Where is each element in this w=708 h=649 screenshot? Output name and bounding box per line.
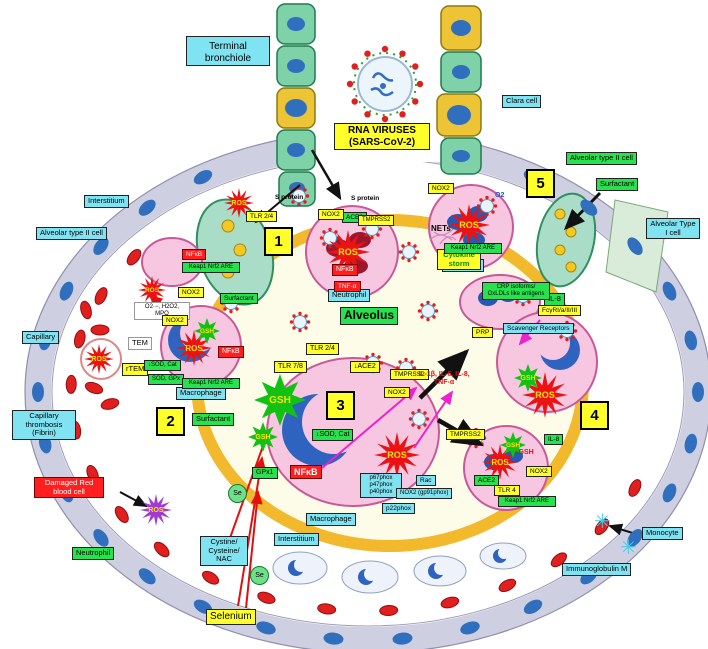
monocyte-icon-2	[620, 538, 637, 558]
interstitium-left-label: Interstitium	[84, 195, 129, 208]
terminal-bronchiole-label: Terminal bronchiole	[186, 36, 270, 66]
rtem-label: rTEM	[122, 363, 149, 376]
bronchiole-nuclei	[285, 17, 471, 194]
nfkb-c1-label: NFκB	[332, 264, 358, 277]
tlr4-br-label: TLR 4	[494, 485, 520, 497]
p22phox-label: p22phox	[382, 503, 415, 515]
sprotein-upper-label: S protein	[275, 194, 304, 201]
clara-cell-label: Clara cell	[502, 95, 542, 108]
rac-label: Rac	[416, 475, 436, 487]
sprotein-c1-label: S protein	[351, 195, 380, 202]
step-5-marker: 5	[526, 169, 555, 198]
nox2-center-label: NOX2	[384, 387, 410, 399]
tlr78-center-label: TLR 7/8	[274, 361, 307, 374]
nox2-br-label: NOX2	[526, 466, 552, 478]
tem-label: TEM	[128, 337, 152, 350]
nets-label: NETs	[431, 224, 451, 233]
alveolar-type2-left-label: Alveolar type II cell	[36, 227, 107, 240]
tlr24-center-label: TLR 2/4	[306, 343, 339, 356]
gsh-star-bottom-right: GSH	[500, 432, 526, 458]
surfactant-right-label: Surfactant	[596, 178, 639, 191]
tnfa-c1-label: TNF-α	[334, 281, 361, 293]
keap1-upper-label: Keap1 Nrf2 ARE	[182, 262, 240, 273]
tmprss2-br-label: TMPRSS2	[446, 429, 485, 441]
alveolus-label: Alveolus	[340, 307, 399, 325]
capillary-thrombosis-label: Capillary thrombosis (Fibrin)	[12, 410, 76, 440]
cytokines-label: IL-1β, IL-6, IL-8, TNF-α	[418, 371, 470, 387]
fcgr-label: FcγRI/a/II/III	[538, 305, 582, 317]
sodcat-center-label: ↓SOD, Cat	[312, 429, 354, 442]
rna-viruses-label: RNA VIRUSES (SARS-CoV-2)	[334, 123, 430, 150]
sars-cov2-virus-icon	[346, 45, 424, 123]
ace2-center-label: ↓ACE2	[350, 361, 380, 374]
alveolar-type2-right-label: Alveolar type II cell	[566, 152, 637, 165]
scavenger-receptors-label: Scavenger Receptors	[503, 323, 574, 335]
keap1-br-label: Keap1 Nrf2 ARE	[498, 496, 556, 507]
tmprss2-c1-label: TMPRSS2	[358, 215, 395, 226]
alveolar-type1-label: Alveolar Type I cell	[646, 218, 700, 240]
nox2-mac-label: NOX2	[162, 315, 188, 327]
immunoglobulin-m-label: Immunoglobulin M	[562, 563, 632, 576]
cystine-label: Cystine/ Cysteine/ NAC	[200, 536, 248, 566]
gpx1-label: GPx1	[252, 467, 278, 480]
gsh-star-macrophage: GSH	[194, 318, 220, 344]
ace2-br-label: ACE2	[474, 475, 499, 487]
keap1-mac-label: Keap1 Nrf2 ARE	[182, 378, 240, 389]
monocyte-icon	[594, 512, 611, 532]
surfactant-upper-label: Surfactant	[220, 293, 258, 305]
surfactant-left-label: Surfactant	[192, 413, 235, 426]
gsh-star-cell4: GSH	[514, 364, 542, 392]
interstitium-bottom-label: Interstitium	[274, 533, 319, 546]
nfkb-center-label: NFκB	[290, 465, 322, 480]
step-3-marker: 3	[326, 391, 355, 420]
nfkb-mac-label: NFκB	[218, 346, 244, 359]
o2-5-label: O2	[495, 192, 505, 199]
interstitial-nuclei	[288, 547, 510, 585]
nox2-c1-label: NOX2	[318, 209, 344, 221]
selenium-circle-2: Se	[250, 566, 269, 585]
keap1-5-label: Keap1 Nrf2 ARE	[444, 243, 502, 254]
step-2-marker: 2	[156, 407, 185, 436]
il8-4-label: IL-8	[544, 434, 564, 446]
gsh-down-br-label: ↓GSH	[515, 449, 534, 456]
nox2-gp91-label: NOX2 (gp91phox)	[396, 488, 453, 499]
neutrophil-bottom-left-label: Neutrophil	[72, 547, 115, 560]
selenium-label: Selenium	[206, 609, 256, 625]
nox2-5-label: NOX2	[428, 183, 454, 195]
sodcat-mac-label: ↓SOD, Cat	[144, 360, 181, 371]
step-1-marker: 1	[264, 227, 293, 256]
tlr24-upper-label: TLR 2/4	[246, 211, 278, 223]
gsh-star-big: GSH	[254, 374, 306, 426]
red-arrows	[148, 294, 270, 609]
phox-label: p67phox p47phox p40phox	[360, 473, 402, 498]
step-4-marker: 4	[580, 401, 609, 430]
nets-web	[429, 228, 457, 245]
nox2-upper-label: NOX2	[178, 287, 204, 299]
crp-label: CRP isoforms/ OxLDLs like antigens	[482, 282, 550, 300]
monocyte-label: Monocyte	[642, 527, 683, 540]
prp-label: PRP	[472, 327, 494, 339]
capillary-label: Capillary	[22, 331, 60, 344]
macrophage-bottom-label: Macrophage	[306, 513, 356, 526]
sodgpx-mac-label: SOD, GPx	[148, 374, 185, 385]
gsh-star-small: GSH	[248, 422, 278, 452]
nfkb-upper-label: NFκB	[182, 249, 207, 261]
macrophage-left-label: Macrophage	[176, 387, 226, 400]
black-arrows	[119, 149, 637, 536]
tmprss2-center-label: TMPRSS2	[390, 369, 429, 381]
damaged-rbc-label: Damaged Red blood cell	[34, 477, 104, 499]
selenium-circle-1: Se	[228, 484, 247, 503]
